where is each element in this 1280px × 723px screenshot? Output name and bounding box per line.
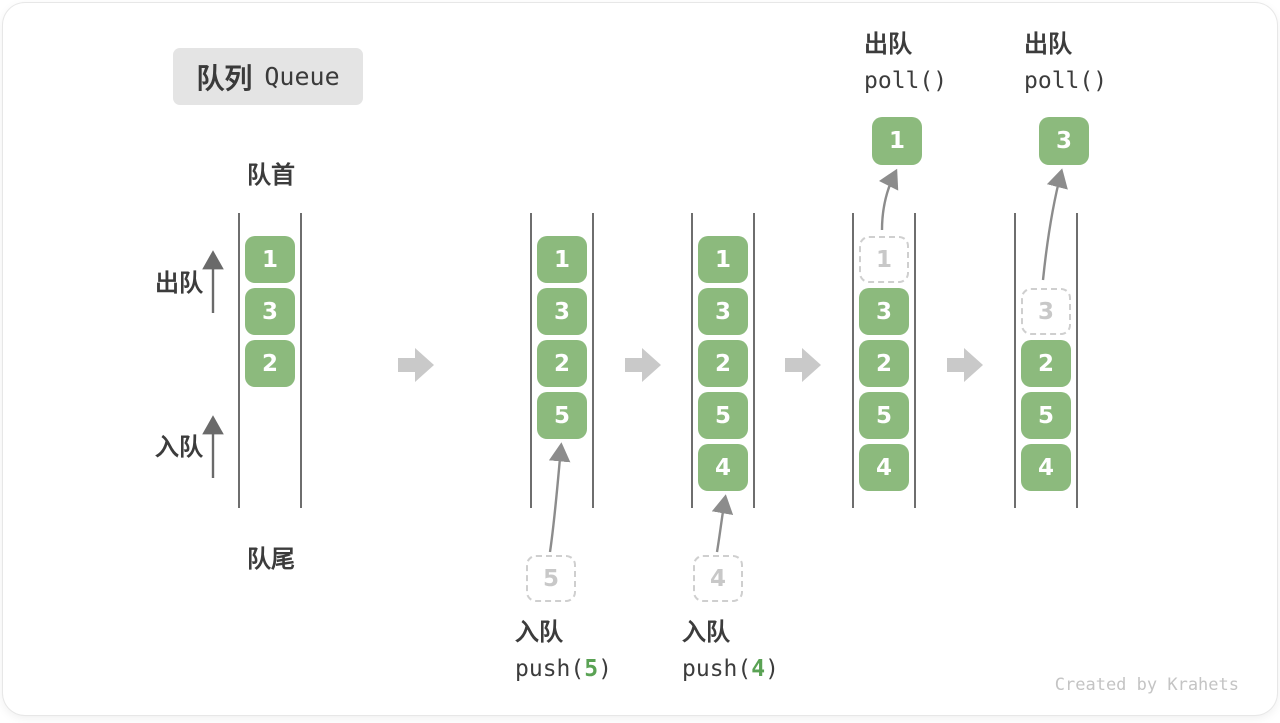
enqueue-action-text: 入队 <box>682 618 730 646</box>
staged-item-4: 4 <box>693 555 743 602</box>
rear-label: 队尾 <box>247 545 295 573</box>
queue-item: 1 <box>245 236 295 283</box>
dequeue-action-text: 出队 <box>864 30 912 58</box>
enqueue-code-text: push(5) <box>515 655 612 682</box>
queue-item: 3 <box>698 288 748 335</box>
next-state-arrow <box>398 348 434 382</box>
queue-item: 5 <box>537 392 587 439</box>
queue-item: 5 <box>859 392 909 439</box>
enqueue-code-text: push(4) <box>682 655 779 682</box>
queue-item: 1 <box>537 236 587 283</box>
dequeue-op-label-1: 出队 poll() <box>864 30 948 95</box>
queue-item: 1 <box>698 236 748 283</box>
removed-item-1: 1 <box>872 117 922 165</box>
enqueue-action-text: 入队 <box>515 618 563 646</box>
queue-item-dashed: 3 <box>1021 288 1071 335</box>
dequeue-arrow <box>878 168 899 231</box>
dequeue-code-text: poll() <box>1024 67 1108 94</box>
dequeue-op-label-2: 出队 poll() <box>1024 30 1108 95</box>
queue-item: 2 <box>1021 340 1071 387</box>
next-state-arrow <box>785 348 821 382</box>
enqueue-side-label: 入队 <box>155 433 203 461</box>
next-state-arrow <box>947 348 983 382</box>
dequeue-code-text: poll() <box>864 67 948 94</box>
queue-item: 5 <box>698 392 748 439</box>
enqueue-arrow <box>548 442 571 553</box>
removed-item-3: 3 <box>1039 117 1089 165</box>
arrows-layer <box>202 168 1078 553</box>
staged-item-5: 5 <box>526 555 576 602</box>
front-label: 队首 <box>247 161 295 189</box>
diagram-canvas: 队列 Queue 队首 队尾 出队 入队 1 3 2 1 3 2 5 1 3 2 5 4 1 3 2 5 4 3 2… <box>3 3 1277 715</box>
queue-item: 3 <box>537 288 587 335</box>
queue-item: 4 <box>859 444 909 491</box>
next-state-arrow <box>625 348 661 382</box>
queue-item-dashed: 1 <box>859 236 909 283</box>
queue-item: 2 <box>245 340 295 387</box>
queue-item: 4 <box>698 444 748 491</box>
title-en: Queue <box>264 62 340 91</box>
dequeue-arrow <box>1041 168 1068 281</box>
push-arg-5: 5 <box>584 655 599 682</box>
queue-item: 2 <box>698 340 748 387</box>
queue-item: 2 <box>537 340 587 387</box>
enqueue-op-label-1: 入队 push(5) <box>515 618 612 683</box>
watermark: Created by Krahets <box>1054 675 1239 695</box>
queue-item: 2 <box>859 340 909 387</box>
push-arg-4: 4 <box>751 655 766 682</box>
dequeue-side-label: 出队 <box>155 269 203 297</box>
queue-item: 3 <box>245 288 295 335</box>
title-zh: 队列 <box>196 61 253 95</box>
enqueue-op-label-2: 入队 push(4) <box>682 618 779 683</box>
queue-item: 3 <box>859 288 909 335</box>
queue-item: 5 <box>1021 392 1071 439</box>
queue-item: 4 <box>1021 444 1071 491</box>
dequeue-action-text: 出队 <box>1024 30 1072 58</box>
title-badge: 队列 Queue <box>173 48 363 105</box>
enqueue-arrow <box>711 494 734 553</box>
